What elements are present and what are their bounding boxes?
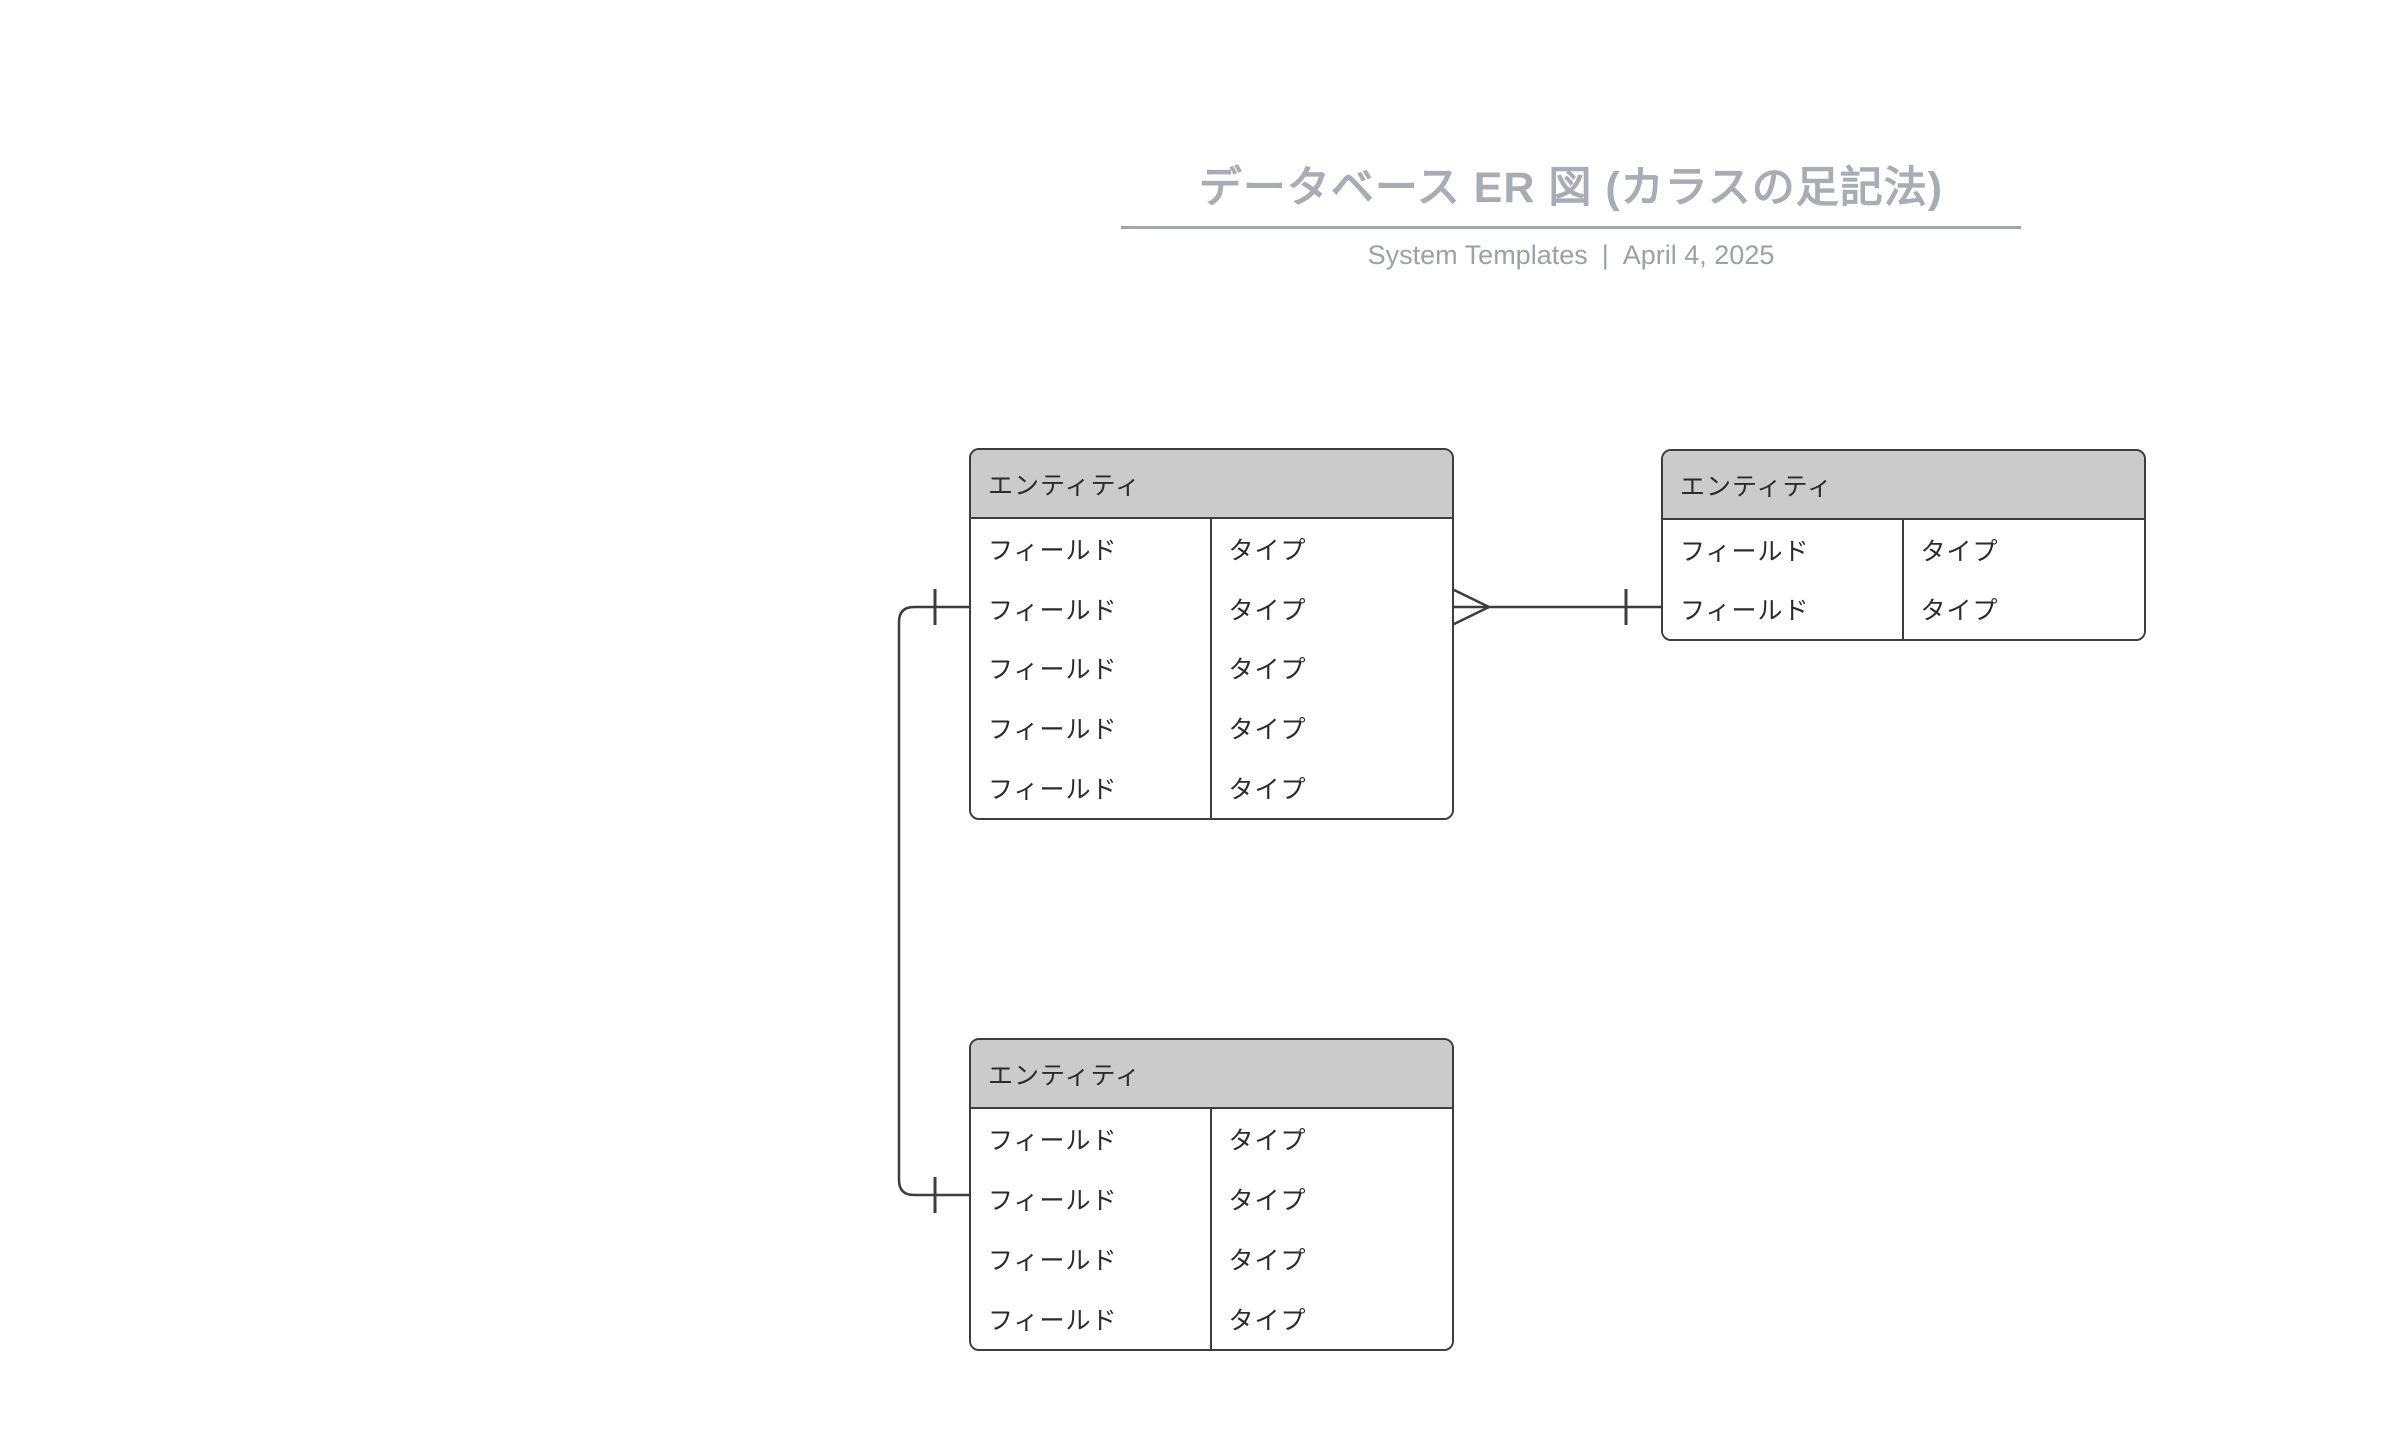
entity-row: フィールドタイプ [971, 1289, 1452, 1349]
entity-attributes: フィールドタイプフィールドタイプフィールドタイプフィールドタイプ [971, 1109, 1452, 1349]
page-title: データベース ER 図 (カラスの足記法) [1198, 164, 1944, 212]
entity-field-cell: フィールド [971, 698, 1212, 759]
entity-row: フィールドタイプ [971, 758, 1452, 818]
relationship-line [897, 605, 970, 1197]
entity-type-cell: タイプ [1211, 698, 1452, 759]
entity-type-cell: タイプ [1211, 638, 1452, 699]
entity-type-cell: タイプ [1211, 578, 1452, 639]
entity-row: フィールドタイプ [971, 698, 1452, 759]
entity-row: フィールドタイプ [971, 578, 1452, 639]
entity-table-entity-bottom-left: エンティティフィールドタイプフィールドタイプフィールドタイプフィールドタイプ [969, 1038, 1454, 1351]
entity-field-cell: フィールド [1663, 520, 1904, 580]
entity-type-cell: タイプ [1211, 1289, 1452, 1349]
entity-field-cell: フィールド [971, 578, 1212, 639]
entity-field-cell: フィールド [971, 1289, 1212, 1349]
entity-type-cell: タイプ [1211, 1169, 1452, 1229]
entity-attributes: フィールドタイプフィールドタイプフィールドタイプフィールドタイプフィールドタイプ [971, 519, 1452, 818]
entity-attributes: フィールドタイプフィールドタイプ [1663, 520, 2144, 639]
entity-type-cell: タイプ [1903, 520, 2144, 580]
entity-field-cell: フィールド [971, 1169, 1212, 1229]
subtitle-date: April 4, 2025 [1622, 240, 1775, 270]
entity-field-cell: フィールド [1663, 579, 1904, 639]
crow-foot-many-icon [1451, 587, 1490, 609]
entity-row: フィールドタイプ [1663, 520, 2144, 580]
entity-type-cell: タイプ [1211, 519, 1452, 579]
subtitle-separator: | [1601, 240, 1609, 270]
entity-title: エンティティ [1663, 451, 2144, 520]
entity-type-cell: タイプ [1211, 1229, 1452, 1289]
entity-row: フィールドタイプ [1663, 579, 2144, 639]
entity-row: フィールドタイプ [971, 519, 1452, 579]
subtitle-source: System Templates [1367, 240, 1588, 270]
entity-row: フィールドタイプ [971, 1109, 1452, 1169]
entity-row: フィールドタイプ [971, 638, 1452, 699]
entity-field-cell: フィールド [971, 638, 1212, 699]
entity-field-cell: フィールド [971, 1229, 1212, 1289]
entity-field-cell: フィールド [971, 1109, 1212, 1169]
entity-type-cell: タイプ [1903, 579, 2144, 639]
entity-type-cell: タイプ [1211, 1109, 1452, 1169]
doc-header: データベース ER 図 (カラスの足記法) System Templates | A… [1121, 163, 2021, 271]
entity-field-cell: フィールド [971, 519, 1212, 579]
entity-row: フィールドタイプ [971, 1229, 1452, 1289]
entity-table-entity-top-left: エンティティフィールドタイプフィールドタイプフィールドタイプフィールドタイプフィ… [969, 448, 1454, 820]
entity-table-entity-top-right: エンティティフィールドタイプフィールドタイプ [1661, 449, 2146, 641]
entity-row: フィールドタイプ [971, 1169, 1452, 1229]
entity-title: エンティティ [971, 450, 1452, 519]
entity-title: エンティティ [971, 1040, 1452, 1109]
crow-foot-many-icon [1451, 605, 1490, 627]
entity-type-cell: タイプ [1211, 758, 1452, 818]
doc-subtitle: System Templates | April 4, 2025 [1121, 240, 2021, 271]
title-underline [1121, 226, 2021, 229]
entity-field-cell: フィールド [971, 758, 1212, 818]
